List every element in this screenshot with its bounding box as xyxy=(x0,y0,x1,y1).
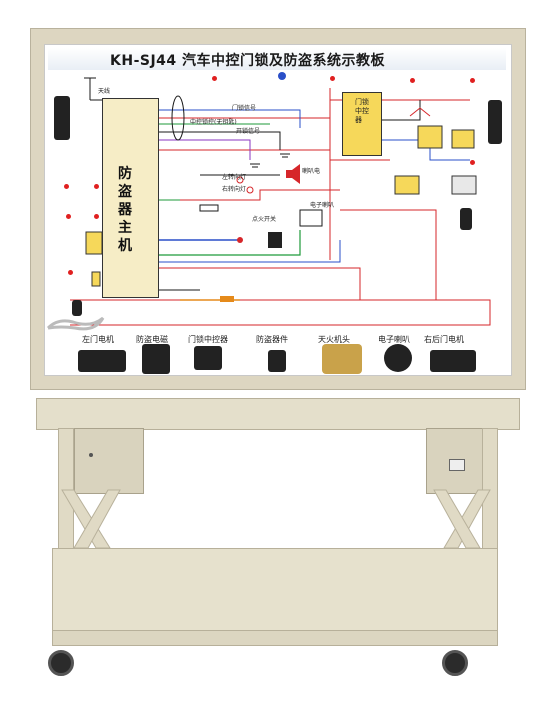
wire-label: 电子喇叭 xyxy=(310,202,335,209)
wire-label: 右转向灯 xyxy=(222,186,247,193)
key-switch-icon[interactable] xyxy=(278,72,286,80)
door-switch[interactable] xyxy=(460,208,472,230)
indicator-led xyxy=(94,184,99,189)
base-rail xyxy=(52,630,498,646)
anti-theft-sensor xyxy=(268,350,286,372)
indicator-led xyxy=(470,78,475,83)
caster-wheel xyxy=(48,650,74,676)
left-door-motor xyxy=(78,350,126,372)
indicator-led xyxy=(470,160,475,165)
ignition-switch[interactable] xyxy=(72,300,82,316)
indicator-led xyxy=(212,76,217,81)
indicator-led xyxy=(64,184,69,189)
wire-label: 开锁信号 xyxy=(236,128,261,135)
electronic-horn xyxy=(384,344,412,372)
wire-label: 天线 xyxy=(98,88,111,95)
door-lock-controller-label: 门锁中控器 xyxy=(355,98,369,124)
shelf xyxy=(36,398,520,430)
power-switch[interactable] xyxy=(449,459,465,471)
anti-theft-solenoid xyxy=(142,344,170,374)
component-label: 防盗器件 xyxy=(256,335,288,344)
wire-label: 左转向灯 xyxy=(222,174,247,181)
left-cabinet xyxy=(74,428,144,494)
board-title: KH-SJ44 汽车中控门锁及防盗系统示教板 xyxy=(110,53,386,69)
lock-icon[interactable] xyxy=(89,453,93,457)
anti-theft-host-box xyxy=(102,98,159,298)
indicator-led xyxy=(94,214,99,219)
ignition-lock-cylinder[interactable] xyxy=(322,344,362,374)
component-label: 天火机头 xyxy=(318,335,350,344)
right-rear-door-motor xyxy=(430,350,476,372)
wire-label: 点火开关 xyxy=(252,216,277,223)
antenna-icon xyxy=(84,77,102,101)
wire-label: 喇叭电 xyxy=(302,168,321,175)
door-lock-controller-box xyxy=(342,92,382,156)
wire-label: 门锁信号 xyxy=(232,105,257,112)
component-label: 门锁中控器 xyxy=(188,335,228,344)
component-label: 左门电机 xyxy=(82,335,114,344)
right-door-lock-actuator xyxy=(488,100,502,144)
component-label: 电子喇叭 xyxy=(378,335,410,344)
indicator-led xyxy=(68,270,73,275)
anti-theft-host-label: 防盗器主机 xyxy=(118,166,132,254)
indicator-led xyxy=(410,78,415,83)
central-lock-unit xyxy=(194,346,222,370)
wire-label: 中控锁控(无钥匙) xyxy=(190,119,237,126)
indicator-led xyxy=(66,214,71,219)
caster-wheel xyxy=(442,650,468,676)
component-label: 防盗电磁 xyxy=(136,335,168,344)
title-bar xyxy=(48,48,506,70)
left-door-lock-actuator xyxy=(54,96,70,140)
indicator-led xyxy=(330,76,335,81)
component-label: 右后门电机 xyxy=(424,335,464,344)
base-platform xyxy=(52,548,498,642)
